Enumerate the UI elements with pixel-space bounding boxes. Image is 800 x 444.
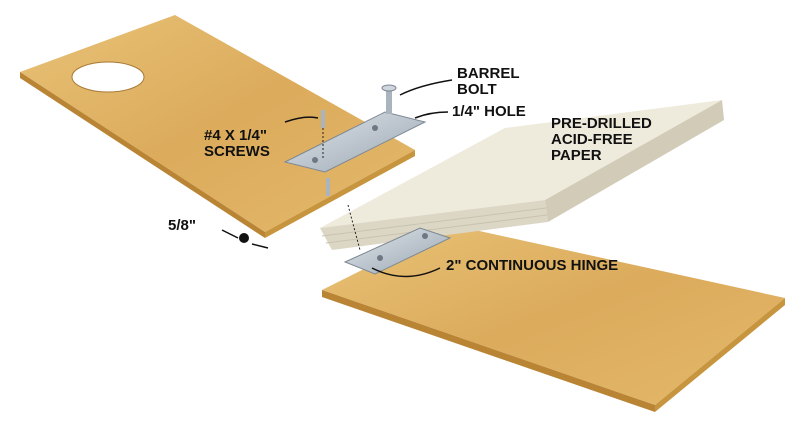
top-hinge [283, 111, 427, 173]
barrel-bolt [381, 84, 397, 114]
hinge-label: 2" CONTINUOUS HINGE [446, 257, 619, 274]
label-line: PRE-DRILLED [551, 115, 652, 132]
label-line: ACID-FREE [551, 131, 633, 148]
barrel-bolt-label: BARREL BOLT [457, 66, 520, 98]
label-line: SCREWS [204, 143, 270, 160]
paper-stack [320, 100, 724, 250]
bottom-hinge [343, 227, 452, 275]
paper-label: PRE-DRILLED ACID-FREE PAPER [551, 116, 652, 164]
offset-label: 5/8" [168, 217, 196, 234]
label-line: BARREL [457, 65, 520, 82]
board-hole [71, 61, 145, 93]
offset-marker [239, 233, 249, 243]
front-cover-board [20, 15, 415, 238]
label-line: #4 X 1/4" [204, 127, 267, 144]
screws-label: #4 X 1/4" SCREWS [204, 128, 270, 160]
label-line: BOLT [457, 81, 497, 98]
callout-arrows [221, 79, 453, 278]
label-line: PAPER [551, 147, 602, 164]
hole-label: 1/4" HOLE [452, 103, 526, 120]
screws [321, 110, 361, 251]
back-cover-board [322, 225, 785, 412]
